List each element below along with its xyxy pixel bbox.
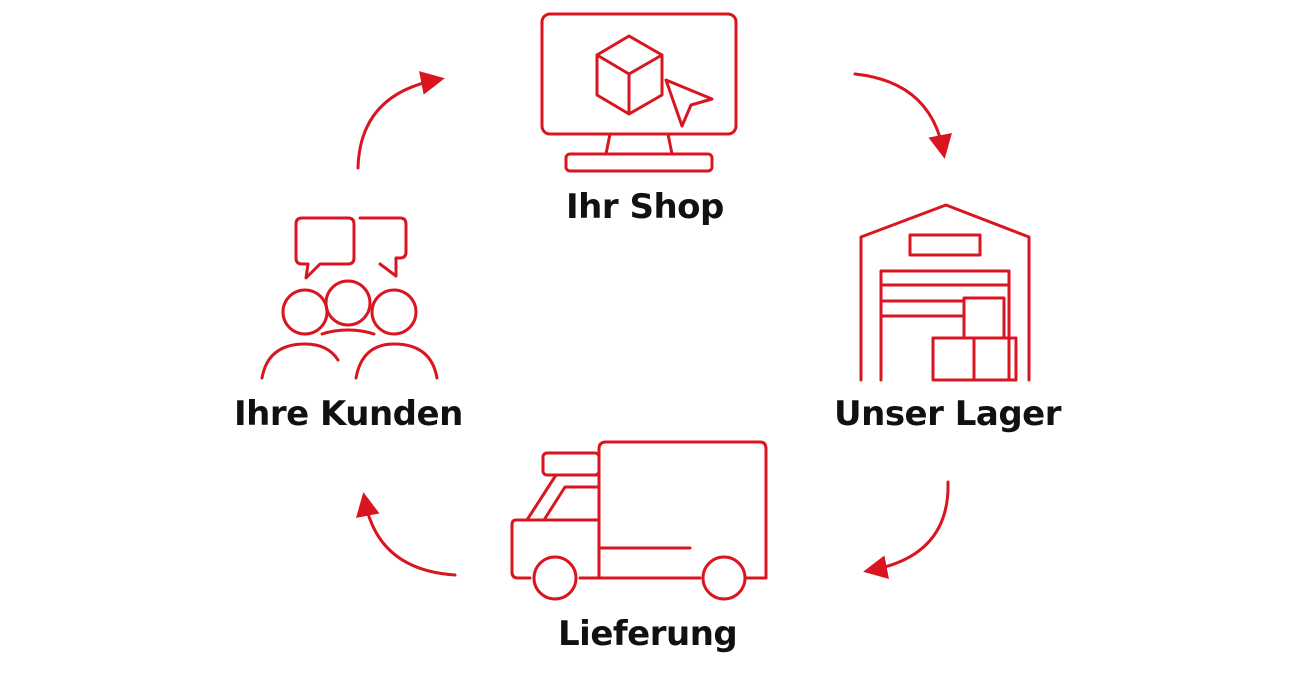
arrow-lieferung-to-kunden	[355, 492, 457, 577]
monitor-box-cursor-icon	[540, 12, 738, 173]
arrow-shop-to-lager	[853, 72, 952, 159]
node-label-shop: Ihr Shop	[566, 187, 724, 227]
cycle-arrows	[355, 71, 952, 579]
node-label-lager: Unser Lager	[834, 394, 1062, 434]
customers-speech-bubbles-icon	[260, 216, 439, 380]
node-label-kunden: Ihre Kunden	[234, 394, 463, 434]
node-label-lieferung: Lieferung	[558, 614, 738, 654]
delivery-truck-icon	[510, 440, 768, 601]
warehouse-icon	[859, 203, 1031, 382]
arrow-lager-to-lieferung	[863, 480, 950, 579]
arrow-kunden-to-shop	[356, 71, 445, 170]
